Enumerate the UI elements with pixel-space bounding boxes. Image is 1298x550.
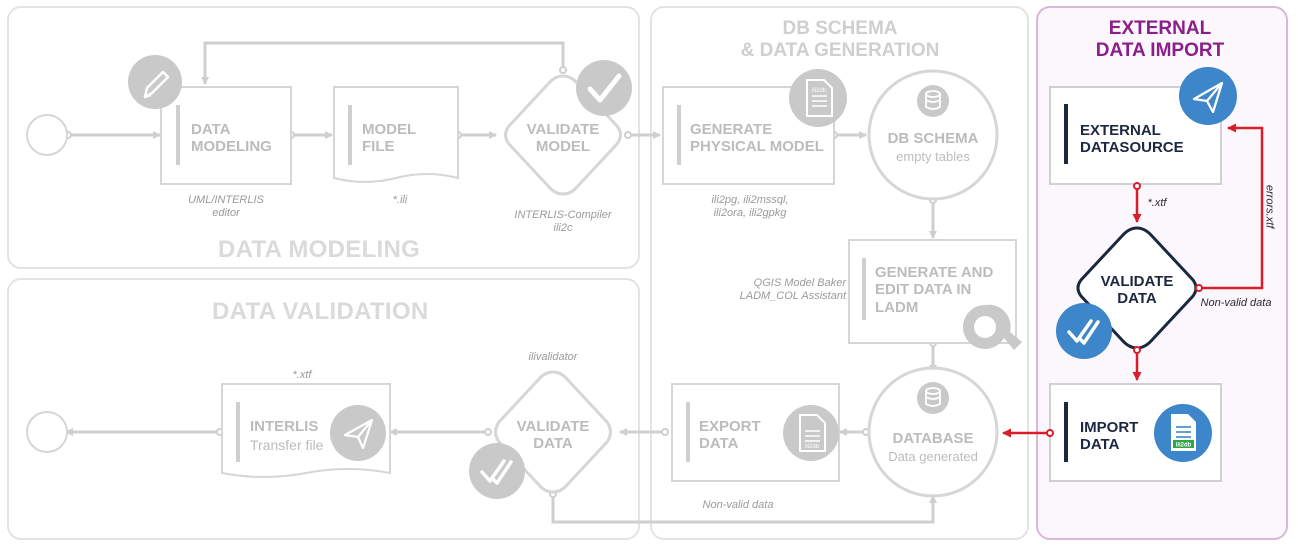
ext-xtf-note: *.xtf bbox=[1147, 197, 1167, 209]
export-data-label: EXPORT DATA bbox=[699, 418, 761, 453]
check-icon bbox=[576, 60, 632, 116]
interlis-line2: Transfer file bbox=[250, 437, 324, 454]
database-icon bbox=[917, 382, 949, 414]
external-datasource-label: EXTERNAL DATASOURCE bbox=[1080, 122, 1184, 157]
ili2db-label: ili2db bbox=[1176, 443, 1192, 449]
generate-edit-line2: EDIT DATA IN bbox=[875, 281, 972, 299]
data-validation-panel bbox=[7, 278, 640, 540]
generate-edit-box[interactable] bbox=[848, 239, 1017, 344]
validate-data-diamond[interactable] bbox=[494, 370, 612, 494]
data-modeling-panel bbox=[7, 6, 640, 269]
model-file-doc[interactable] bbox=[333, 86, 459, 183]
validate-data-line1: VALIDATE bbox=[516, 418, 590, 435]
end-node bbox=[26, 411, 68, 453]
generate-physical-line1: GENERATE bbox=[690, 121, 773, 138]
db-schema-title: DB SCHEMA & DATA GENERATION bbox=[700, 18, 980, 62]
data-modeling-box[interactable] bbox=[160, 86, 292, 185]
ilivalidator-note: ilivalidator bbox=[528, 351, 578, 363]
model-file-line1: MODEL bbox=[362, 121, 417, 138]
db-schema-line1: DB SCHEMA bbox=[887, 130, 979, 147]
check-icon bbox=[1056, 303, 1112, 359]
generate-edit-line1: GENERATE AND bbox=[875, 264, 994, 281]
data-modeling-section-title: DATA MODELING bbox=[218, 236, 421, 263]
data-modeling-label: DATA MODELING bbox=[191, 121, 272, 156]
external-title-line1: EXTERNAL bbox=[1108, 18, 1212, 39]
data-modeling-note1: UML/INTERLIS bbox=[188, 194, 264, 206]
validate-model-line2: MODEL bbox=[535, 138, 591, 156]
validate-model-note1: INTERLIS-Compiler bbox=[514, 209, 612, 221]
generate-edit-note: QGIS Model Baker LADM_COL Assistant bbox=[726, 277, 846, 303]
validate-model-note: INTERLIS-Compiler ili2c bbox=[505, 209, 621, 235]
start-node bbox=[26, 114, 68, 156]
external-datasource-line1: EXTERNAL bbox=[1080, 122, 1161, 139]
export-data-line1: EXPORT bbox=[699, 418, 761, 435]
interlis-note: *.xtf bbox=[292, 369, 312, 381]
validate-model-note2: ili2c bbox=[553, 222, 573, 235]
ext-validate-line2: DATA bbox=[1117, 290, 1157, 308]
data-validation-section-title: DATA VALIDATION bbox=[212, 298, 429, 325]
generate-edit-label: GENERATE AND EDIT DATA IN LADM bbox=[875, 264, 993, 316]
validate-data-label: VALIDATE DATA bbox=[503, 418, 603, 453]
generate-physical-note2: ili2ora, ili2gpkg bbox=[713, 207, 787, 220]
ili2db-label: ili2db bbox=[805, 444, 820, 450]
export-data-line2: DATA bbox=[699, 435, 739, 453]
import-data-line1: IMPORT bbox=[1080, 419, 1139, 436]
validate-data-line2: DATA bbox=[533, 435, 573, 453]
generate-edit-note2: LADM_COL Assistant bbox=[739, 290, 846, 303]
pencil-icon bbox=[128, 55, 182, 109]
generate-edit-note1: QGIS Model Baker bbox=[753, 277, 846, 289]
model-file-note: *.ili bbox=[392, 194, 408, 206]
database-icon bbox=[917, 85, 949, 117]
db-schema-title-line1: DB SCHEMA bbox=[782, 18, 898, 39]
generate-physical-line2: PHYSICAL MODEL bbox=[690, 138, 824, 156]
db-schema-title-line2: & DATA GENERATION bbox=[740, 39, 940, 61]
data-modeling-note2: editor bbox=[212, 207, 240, 220]
nonvalid-note: Non-valid data bbox=[702, 499, 774, 511]
paper-plane-icon bbox=[330, 405, 386, 461]
generate-physical-note1: ili2pg, ili2mssql, bbox=[711, 194, 789, 206]
validate-model-label: VALIDATE MODEL bbox=[513, 121, 613, 156]
ili2db-label: ili2db bbox=[812, 88, 827, 94]
ext-nonvalid-note: Non-valid data bbox=[1200, 297, 1272, 309]
db-schema-line2: empty tables bbox=[896, 149, 970, 165]
external-datasource-line2: DATASOURCE bbox=[1080, 139, 1184, 157]
generate-physical-note: ili2pg, ili2mssql, ili2ora, ili2gpkg bbox=[690, 194, 810, 220]
interlis-line1: INTERLIS bbox=[250, 418, 319, 435]
model-file-line2: FILE bbox=[362, 138, 395, 156]
document-icon: ili2db bbox=[783, 405, 839, 461]
interlis-label: INTERLIS Transfer file bbox=[250, 418, 323, 453]
validate-model-line1: VALIDATE bbox=[526, 121, 600, 138]
data-modeling-line1: DATA bbox=[191, 121, 231, 138]
model-file-label: MODEL FILE bbox=[362, 121, 416, 156]
generate-edit-line3: LADM bbox=[875, 298, 919, 316]
database-label: DATABASE Data generated bbox=[873, 430, 993, 465]
db-schema-panel bbox=[650, 6, 1029, 540]
document-icon: ili2db bbox=[789, 69, 847, 127]
generate-physical-label: GENERATE PHYSICAL MODEL bbox=[690, 121, 824, 156]
db-schema-circle[interactable] bbox=[867, 69, 999, 201]
external-title: EXTERNAL DATA IMPORT bbox=[1060, 18, 1260, 62]
db-schema-label: DB SCHEMA empty tables bbox=[873, 130, 993, 165]
qgis-icon bbox=[962, 304, 1022, 350]
ext-validate-label: VALIDATE DATA bbox=[1087, 273, 1187, 308]
import-data-line2: DATA bbox=[1080, 436, 1120, 454]
ext-validate-line1: VALIDATE bbox=[1100, 273, 1174, 290]
document-icon: ili2db bbox=[1154, 404, 1212, 462]
database-line2: Data generated bbox=[888, 449, 978, 465]
external-title-line2: DATA IMPORT bbox=[1095, 39, 1225, 61]
database-circle[interactable] bbox=[867, 366, 999, 498]
check-icon bbox=[469, 443, 525, 499]
data-modeling-line2: MODELING bbox=[191, 138, 272, 156]
errors-xtf-note: errors.xtf bbox=[1263, 184, 1276, 229]
data-modeling-note: UML/INTERLIS editor bbox=[166, 194, 286, 220]
paper-plane-icon bbox=[1179, 67, 1237, 125]
import-data-label: IMPORT DATA bbox=[1080, 419, 1138, 454]
database-line1: DATABASE bbox=[892, 430, 974, 447]
